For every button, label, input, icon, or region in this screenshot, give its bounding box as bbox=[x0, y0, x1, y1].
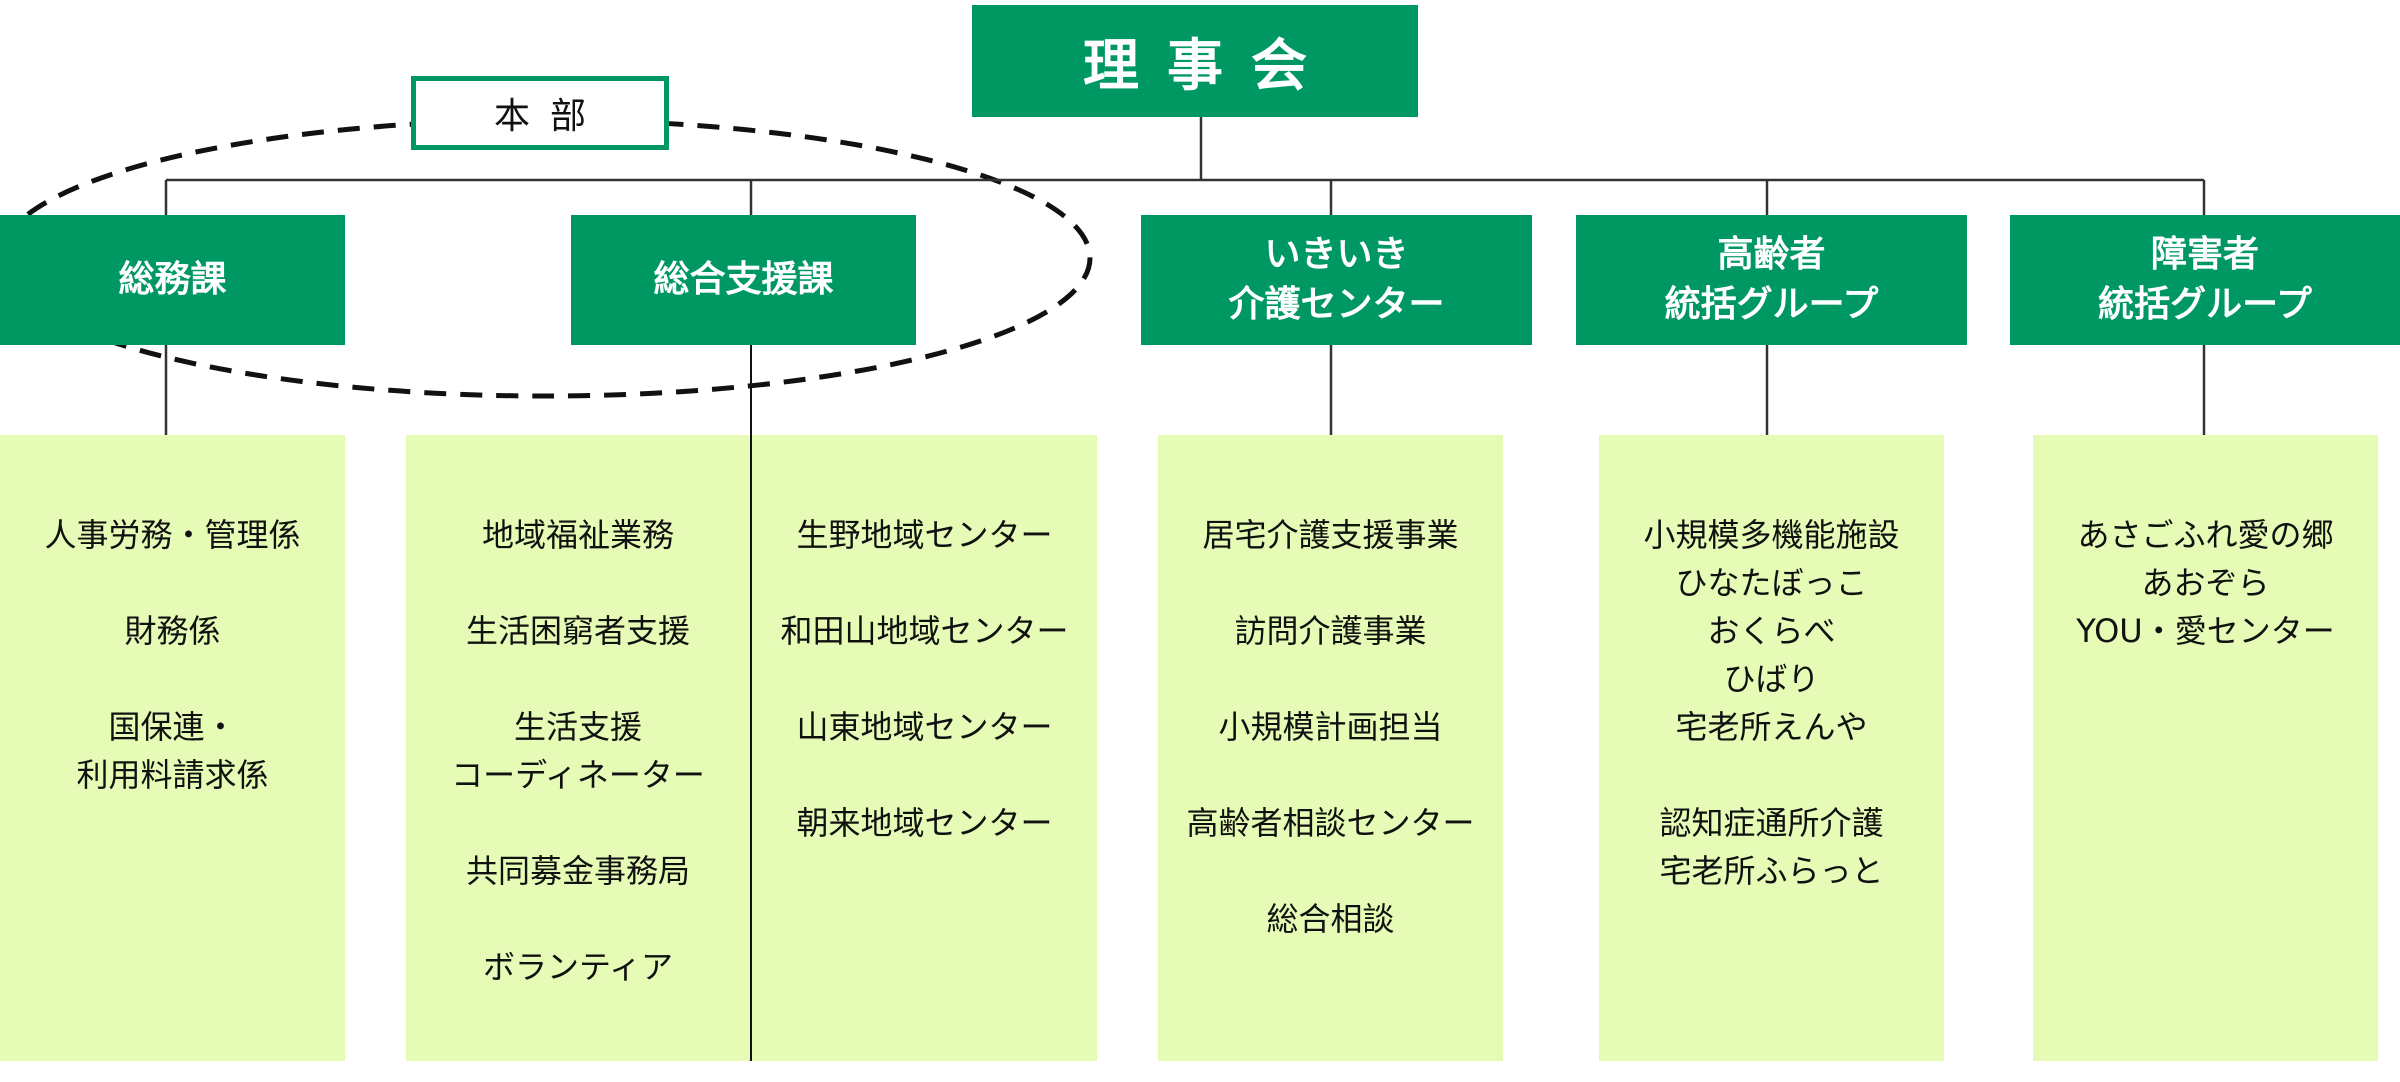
dept-comprehensive-support-label: 総合支援課 bbox=[653, 259, 834, 300]
list-item: 地域福祉業務 bbox=[481, 516, 674, 554]
list-item: 高齢者相談センター bbox=[1186, 804, 1475, 842]
list-item: ひばり bbox=[1723, 660, 1820, 698]
dept-ikiiki-line2: 介護センター bbox=[1228, 284, 1445, 325]
dept-elderly-line2: 統括グループ bbox=[1664, 284, 1879, 325]
list-item: 宅老所ふらっと bbox=[1659, 852, 1884, 890]
list-item: 総合相談 bbox=[1266, 900, 1395, 938]
panel-disabled bbox=[2033, 435, 2378, 1061]
dept-elderly-line1: 高齢者 bbox=[1717, 234, 1826, 275]
list-item: 小規模計画担当 bbox=[1218, 708, 1443, 746]
board-label: 理事会 bbox=[1083, 33, 1335, 99]
column-general-affairs: 人事労務・管理係 財務係 国保連・ 利用料請求係 bbox=[0, 435, 345, 847]
headquarters-ellipse bbox=[0, 117, 1093, 399]
list-item: 国保連・ bbox=[108, 708, 237, 746]
dept-ikiiki: いきいき 介護センター bbox=[1141, 215, 1532, 345]
list-item: 人事労務・管理係 bbox=[44, 516, 301, 554]
column-disabled: あさごふれ愛の郷 あおぞら YOU・愛センター bbox=[2033, 435, 2378, 655]
list-item: あおぞら bbox=[2141, 564, 2270, 602]
list-item: ひなたぼっこ bbox=[1675, 564, 1868, 602]
list-item: 認知症通所介護 bbox=[1659, 804, 1884, 842]
panel-general-affairs bbox=[0, 435, 345, 1061]
list-item: 生野地域センター bbox=[796, 516, 1053, 554]
panel-ikiiki bbox=[1158, 435, 1503, 1061]
dept-disabled-line2: 統括グループ bbox=[2098, 284, 2312, 325]
list-item: 小規模多機能施設 bbox=[1643, 516, 1900, 554]
column-ikiiki: 居宅介護支援事業 訪問介護事業 小規模計画担当 高齢者相談センター 総合相談 bbox=[1158, 435, 1503, 991]
list-item: 共同募金事務局 bbox=[465, 852, 690, 890]
column-comprehensive-support-left: 地域福祉業務 生活困窮者支援 生活支援 コーディネーター 共同募金事務局 ボラン… bbox=[406, 435, 750, 1039]
comprehensive-support-divider bbox=[750, 345, 752, 1061]
list-item: 訪問介護事業 bbox=[1234, 612, 1427, 650]
list-item: 利用料請求係 bbox=[76, 756, 269, 794]
dept-disabled: 障害者 統括グループ bbox=[2010, 215, 2400, 345]
dept-general-affairs-label: 総務課 bbox=[118, 259, 227, 300]
column-comprehensive-support-right: 生野地域センター 和田山地域センター 山東地域センター 朝来地域センター bbox=[752, 435, 1097, 895]
list-item: 生活困窮者支援 bbox=[465, 612, 690, 650]
list-item: 財務係 bbox=[124, 612, 221, 650]
list-item: 宅老所えんや bbox=[1675, 708, 1868, 746]
list-item: おくらべ bbox=[1707, 612, 1836, 650]
panel-elderly bbox=[1599, 435, 1944, 1061]
headquarters-label-text: 本部 bbox=[493, 96, 606, 137]
list-item: ボランティア bbox=[482, 948, 674, 986]
list-item: 山東地域センター bbox=[796, 708, 1053, 746]
list-item: YOU・愛センター bbox=[2076, 612, 2335, 650]
list-item: 居宅介護支援事業 bbox=[1202, 516, 1459, 554]
list-item: 生活支援 bbox=[513, 708, 642, 746]
dept-comprehensive-support: 総合支援課 bbox=[571, 215, 916, 345]
dept-elderly: 高齢者 統括グループ bbox=[1576, 215, 1967, 345]
headquarters-label: 本部 bbox=[411, 76, 669, 150]
list-item: 和田山地域センター bbox=[780, 612, 1069, 650]
board-box: 理事会 bbox=[972, 5, 1418, 117]
dept-disabled-line1: 障害者 bbox=[2150, 234, 2259, 275]
dept-ikiiki-line1: いきいき bbox=[1264, 234, 1409, 275]
dept-general-affairs: 総務課 bbox=[0, 215, 345, 345]
column-elderly: 小規模多機能施設 ひなたぼっこ おくらべ ひばり 宅老所えんや 認知症通所介護 … bbox=[1599, 435, 1944, 895]
list-item: あさごふれ愛の郷 bbox=[2077, 516, 2334, 554]
list-item: コーディネーター bbox=[451, 756, 705, 794]
list-item: 朝来地域センター bbox=[796, 804, 1053, 842]
